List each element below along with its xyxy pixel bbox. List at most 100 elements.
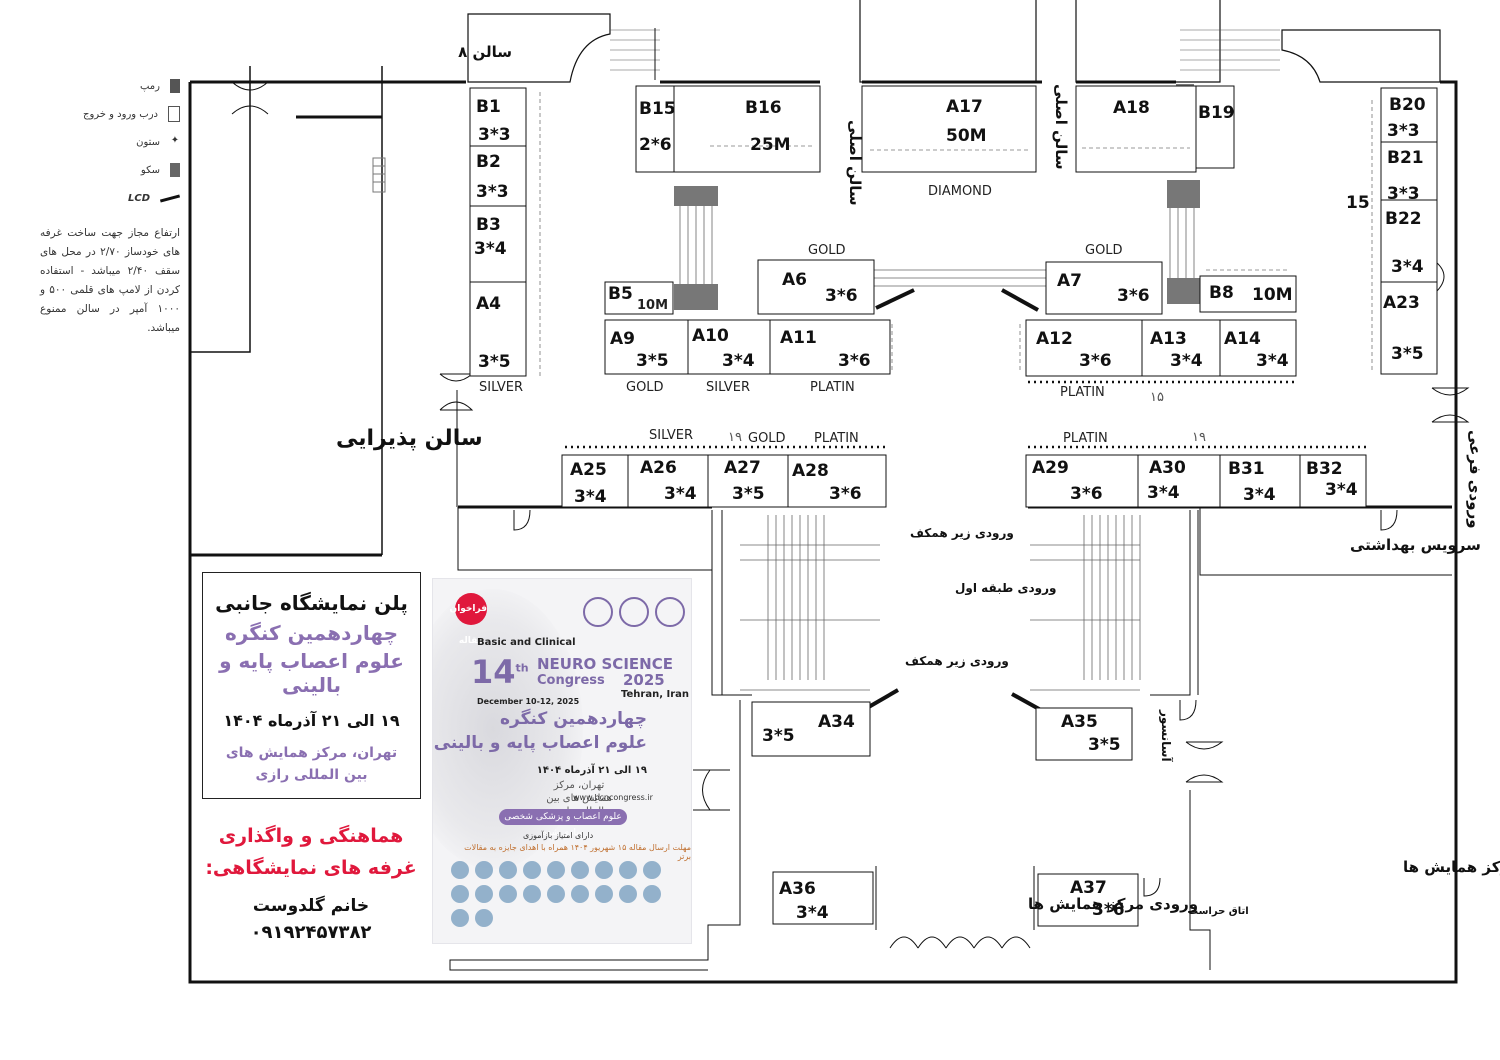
booth-size: 3*4: [1170, 351, 1203, 371]
info-congress-line1: چهاردهمین کنگره: [225, 621, 398, 645]
booth-B32[interactable]: [1299, 454, 1367, 508]
booth-size: 50M: [946, 126, 987, 146]
booth-size: 3*6: [829, 484, 862, 504]
booth-id: A23: [1383, 293, 1420, 313]
booth-A36[interactable]: [772, 871, 874, 925]
restroom-label: سرویس بهداشتی: [1350, 536, 1481, 554]
sponsor-logo-icon: [643, 885, 661, 903]
booth-A18[interactable]: [1075, 85, 1197, 173]
entrance-arches: [875, 866, 1035, 949]
booth-A35[interactable]: [1035, 707, 1133, 761]
booth-size: 3*4: [1243, 485, 1276, 505]
info-venue: تهران، مرکز همایش های بین المللی رازی: [203, 742, 420, 786]
booth-B16[interactable]: [673, 85, 821, 173]
booth-A34[interactable]: [751, 701, 871, 757]
contact-phone[interactable]: ۰۹۱۹۲۴۵۷۳۸۲: [250, 922, 372, 943]
sponsor-logo-icon: [475, 885, 493, 903]
sponsor-logo-icon: [595, 885, 613, 903]
tier-gold-a7: GOLD: [1085, 243, 1123, 258]
booth-id: A10: [692, 326, 729, 346]
booth-A4[interactable]: [469, 281, 527, 377]
poster-cme-note: دارای امتیاز بازآموزی: [523, 831, 594, 840]
booth-size: 3*5: [478, 352, 511, 372]
booth-A28[interactable]: [787, 454, 887, 508]
sponsor-logo-icon: [523, 885, 541, 903]
booth-B2[interactable]: [469, 145, 527, 207]
booth-size: 3*4: [474, 239, 507, 259]
booth-A17[interactable]: [861, 85, 1037, 173]
booth-id: A28: [792, 461, 829, 481]
legend-door: درب ورود و خروج: [40, 100, 180, 128]
door-icon: [168, 106, 180, 122]
logo-icon: [655, 597, 685, 627]
tier-platin-right-row: PLATIN: [1063, 431, 1108, 446]
tier-platin-a11: PLATIN: [810, 380, 855, 395]
info-congress-line2: علوم اعصاب پایه و بالینی: [219, 649, 404, 697]
booth-B8[interactable]: [1199, 275, 1297, 313]
booth-B31[interactable]: [1219, 454, 1301, 508]
booth-size: 10M: [1252, 285, 1293, 305]
booth-B21[interactable]: [1380, 141, 1438, 201]
booth-id: B19: [1198, 103, 1235, 123]
booth-A6[interactable]: [757, 259, 875, 315]
poster-year: 2025: [623, 671, 665, 689]
salon-8: سالن ۸: [458, 13, 660, 83]
sponsor-logo-icon: [547, 885, 565, 903]
booth-id: A17: [946, 97, 983, 117]
booth-size: 3*4: [1147, 483, 1180, 503]
booth-id: B32: [1306, 459, 1343, 479]
poster-congress: Congress: [537, 673, 605, 688]
legend-label: درب ورود و خروج: [83, 108, 158, 120]
booth-A26[interactable]: [627, 454, 709, 508]
legend-column: ✦ ستون: [40, 128, 180, 156]
booth-size: 3*4: [1391, 257, 1424, 277]
booth-A7[interactable]: [1045, 261, 1163, 315]
booth-A30[interactable]: [1137, 454, 1221, 508]
elevator-label: آسانسور: [1158, 709, 1174, 762]
legend: رمپ درب ورود و خروج ✦ ستون سکو LCD ارتفا…: [40, 72, 181, 338]
booth-A29[interactable]: [1025, 454, 1139, 508]
booth-size: 3*3: [478, 125, 511, 145]
booth-B5[interactable]: [604, 281, 674, 315]
booth-id: A25: [570, 460, 607, 480]
booth-A23[interactable]: [1380, 281, 1438, 375]
booth-B19[interactable]: [1195, 85, 1235, 169]
booth-B1[interactable]: [469, 87, 527, 147]
booth-id: A14: [1224, 329, 1261, 349]
legend-label: رمپ: [139, 80, 160, 92]
poster-url[interactable]: www.bcncongress.ir: [573, 793, 653, 802]
booth-B15[interactable]: [635, 85, 675, 173]
booth-id: A29: [1032, 458, 1069, 478]
booth-A11[interactable]: [769, 319, 891, 375]
booth-B20[interactable]: [1380, 87, 1438, 143]
first-floor-entry-label: ورودی طبقه اول: [955, 581, 1056, 596]
legend-ramp: رمپ: [40, 72, 180, 100]
number-19-left: ۱۹: [728, 430, 742, 445]
salon-8-label: سالن ۸: [458, 43, 512, 61]
sponsor-logo-icon: [499, 861, 517, 879]
booth-id: B1: [476, 97, 501, 117]
booth-A27[interactable]: [707, 454, 789, 508]
number-15: 15: [1346, 193, 1370, 213]
reception-hall-label: سالن پذیرایی: [336, 426, 483, 451]
main-hall-right: سالن اصلی: [1052, 0, 1441, 170]
booth-B22[interactable]: [1380, 199, 1438, 283]
booth-id: A34: [818, 712, 855, 732]
sponsor-logo-icon: [619, 861, 637, 879]
booth-id: A26: [640, 458, 677, 478]
poster-fa-title1: چهاردهمین کنگره: [499, 709, 647, 729]
booth-size: 3*3: [476, 182, 509, 202]
booth-id: A9: [610, 329, 635, 349]
booth-A14[interactable]: [1219, 319, 1297, 377]
booths: [469, 85, 1438, 927]
platform-icon: [170, 163, 180, 177]
contact-block: هماهنگی و واگذاری غرفه های نمایشگاهی: خا…: [196, 820, 426, 943]
tier-silver-a10: SILVER: [706, 380, 750, 395]
booth-A37[interactable]: [1037, 873, 1139, 927]
booth-A12[interactable]: [1025, 319, 1143, 377]
bridges: [679, 190, 1195, 691]
poster-city: Tehran, Iran: [621, 689, 689, 700]
booth-A10[interactable]: [687, 319, 771, 375]
column-icon: ✦: [170, 135, 180, 146]
